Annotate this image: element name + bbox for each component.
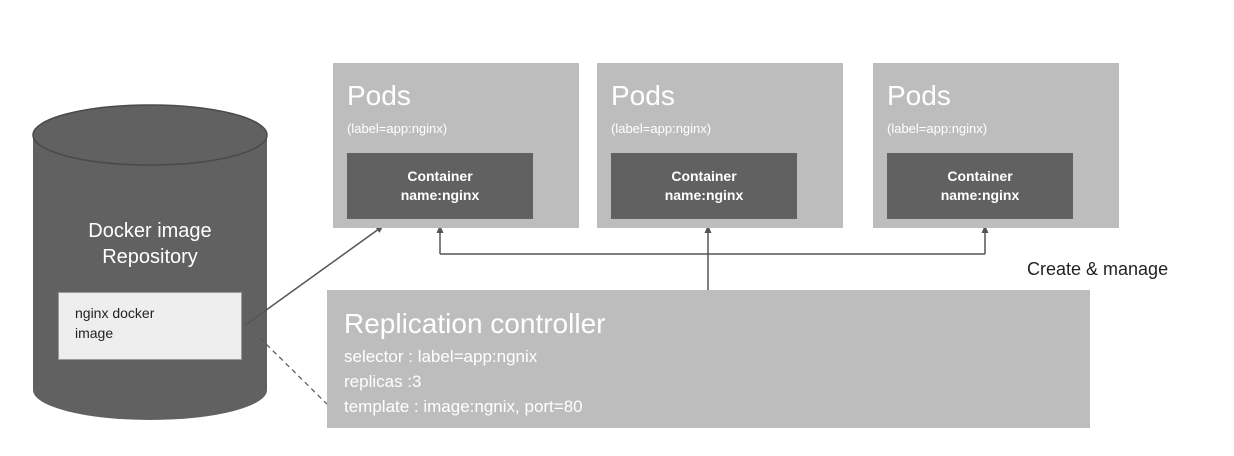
container-box: Container name:nginx — [887, 153, 1073, 219]
repository-cylinder-top — [32, 104, 268, 166]
controller-template: template : image:ngnix, port=80 — [344, 397, 583, 416]
nginx-docker-image: nginx docker image — [58, 292, 242, 360]
container-name: name:nginx — [940, 187, 1020, 203]
container-box: Container name:nginx — [347, 153, 533, 219]
repository-title-line-2: Repository — [102, 246, 198, 268]
container-box: Container name:nginx — [611, 153, 797, 219]
container-label: Container — [671, 168, 737, 184]
image-label-line-1: nginx docker — [75, 305, 155, 321]
template-reference-dashed-line — [259, 337, 334, 411]
controller-selector: selector : label=app:ngnix — [344, 347, 538, 366]
image-to-pod-arrow — [243, 225, 384, 327]
container-name: name:nginx — [664, 187, 744, 203]
repository-title: Docker image Repository — [60, 218, 240, 270]
container-name: name:nginx — [400, 187, 480, 203]
pod-title: Pods — [611, 80, 675, 111]
repository-title-line-1: Docker image — [88, 220, 212, 242]
pod-label: (label=app:nginx) — [887, 121, 988, 136]
container-label: Container — [407, 168, 473, 184]
pod-2: Pods (label=app:nginx) Container name:ng… — [597, 63, 843, 228]
image-label-line-2: image — [75, 325, 114, 341]
pod-3: Pods (label=app:nginx) Container name:ng… — [873, 63, 1119, 228]
pod-label: (label=app:nginx) — [611, 121, 712, 136]
create-manage-label: Create & manage — [1027, 259, 1169, 279]
replication-controller-title: Replication controller — [344, 308, 606, 339]
replication-controller-box: Replication controller selector : label=… — [327, 290, 1090, 428]
repository-cylinder-body — [33, 135, 267, 420]
pod-label: (label=app:nginx) — [347, 121, 448, 136]
pod-title: Pods — [887, 80, 951, 111]
pod-title: Pods — [347, 80, 411, 111]
container-label: Container — [947, 168, 1013, 184]
pod-1: Pods (label=app:nginx) Container name:ng… — [333, 63, 579, 228]
controller-replicas: replicas :3 — [344, 372, 422, 391]
